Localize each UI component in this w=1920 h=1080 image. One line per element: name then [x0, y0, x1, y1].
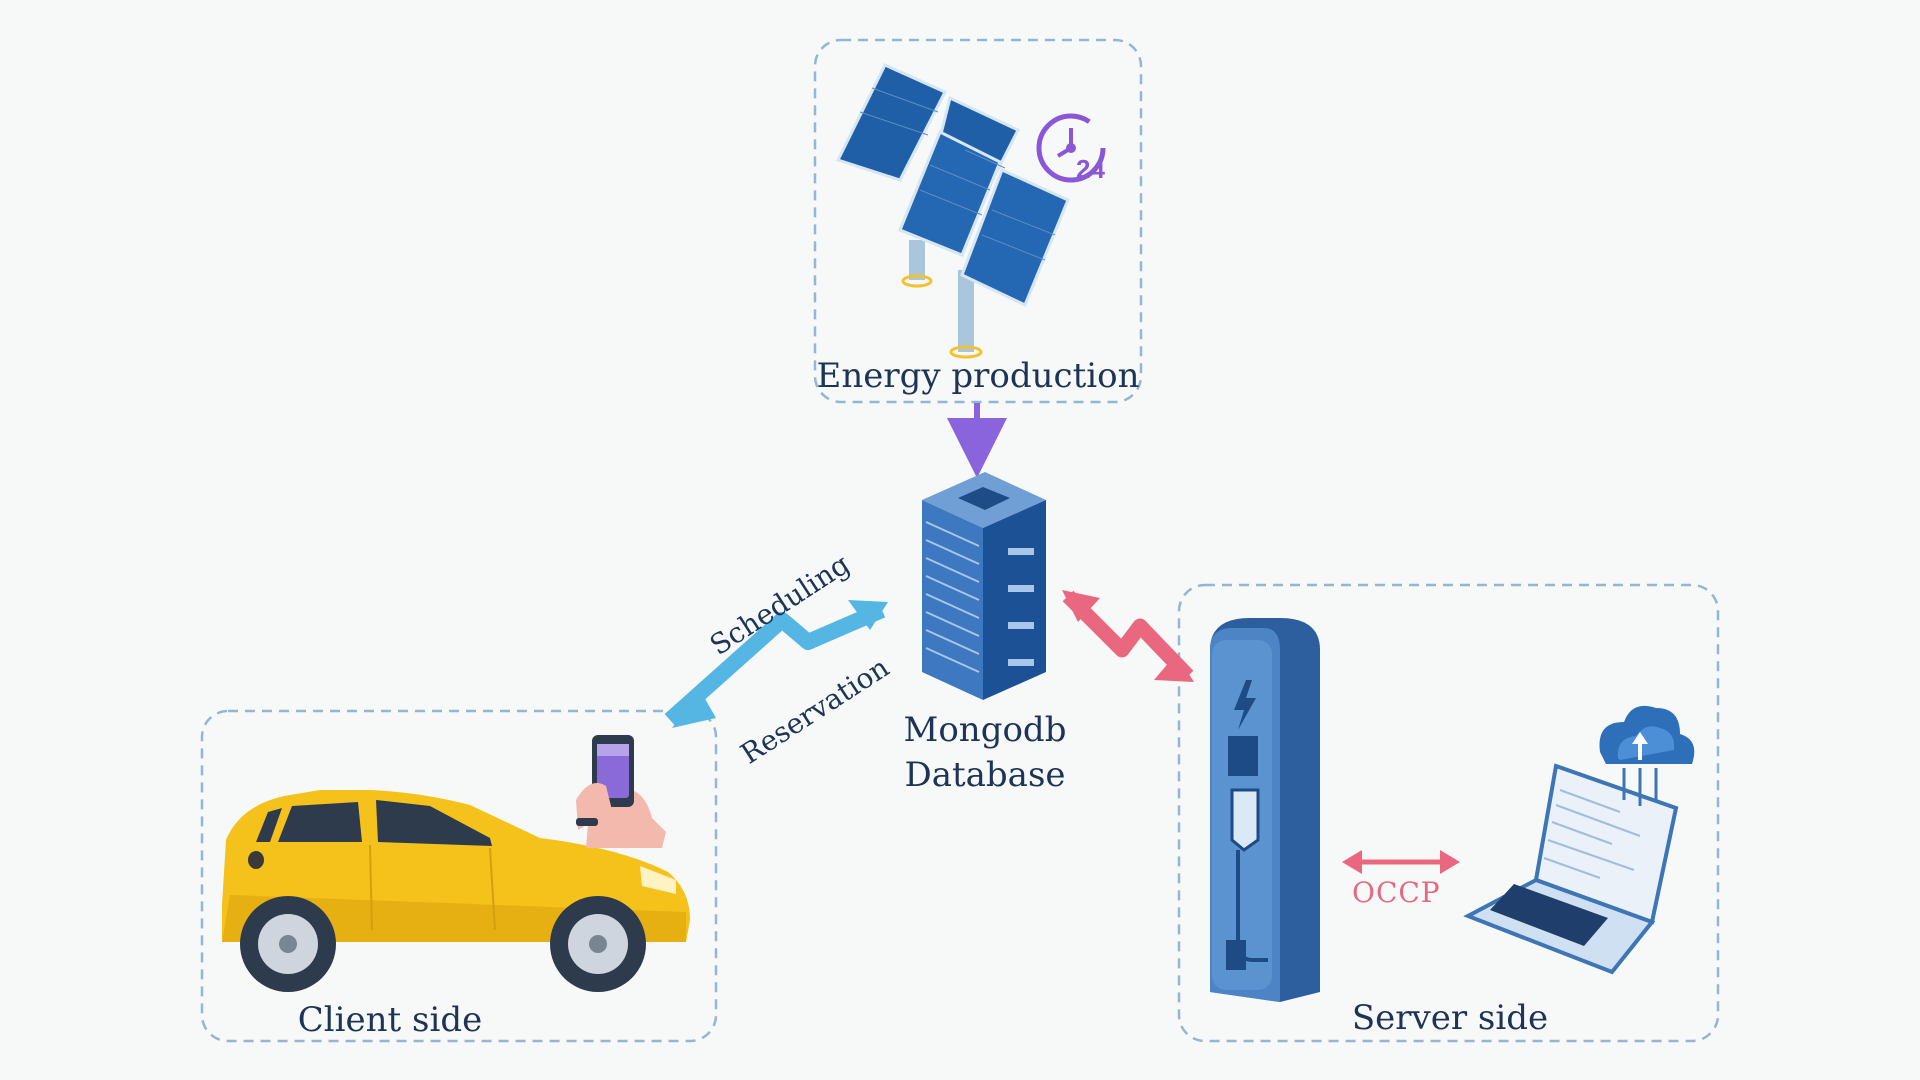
scheduling-reservation-arrow — [664, 600, 888, 728]
client-side-label: Client side — [297, 1000, 483, 1040]
db-server-arrow — [1062, 590, 1194, 682]
database-server-icon — [922, 472, 1046, 700]
car-icon — [222, 790, 690, 992]
database-label-line1: Mongodb — [903, 710, 1067, 750]
occp-edge-label: OCCP — [1352, 876, 1441, 909]
clock-24-icon: 24 — [1036, 113, 1106, 184]
energy-group-box — [813, 38, 1143, 404]
database-label-line2: Database — [904, 755, 1066, 795]
client-group-box — [200, 709, 718, 1043]
energy-production-label: Energy production — [816, 356, 1140, 396]
clock-24-text: 24 — [1076, 154, 1105, 184]
phone-hand-icon — [576, 735, 666, 848]
server-side-label: Server side — [1351, 998, 1549, 1038]
ev-charger-icon — [1210, 618, 1320, 1002]
solar-panel-icon — [835, 63, 1070, 359]
occp-arrow — [1342, 850, 1460, 874]
laptop-cloud-icon — [1463, 705, 1695, 975]
server-group-box — [1177, 583, 1720, 1043]
